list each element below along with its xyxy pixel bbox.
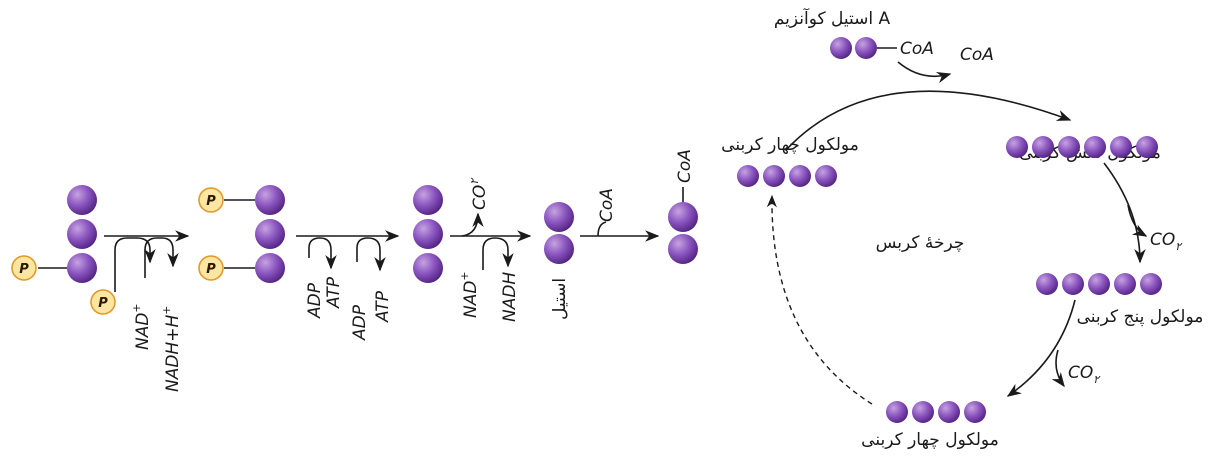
carbon-atom [1006, 136, 1028, 158]
four-carbon-molecule-left: مولکول چهار کربنی [721, 135, 859, 187]
co2-out-arrow [1051, 349, 1065, 388]
co2-out-arrow [1127, 204, 1148, 237]
carbon-atom [815, 165, 837, 187]
co2-label: CO۲ [1150, 230, 1183, 253]
carbon-atom [413, 253, 443, 283]
reaction-2: ADP ATP ADP ATP [296, 230, 400, 341]
atp-arrow [356, 237, 386, 272]
six-carbon-molecule: مولکول شش کربنی [1006, 136, 1161, 163]
five-carbon-label: مولکول پنج کربنی [1077, 307, 1204, 327]
phosphate-icon [11, 255, 37, 281]
phosphate-icon [198, 187, 224, 213]
five-carbon-molecule: مولکول پنج کربنی [1036, 273, 1203, 327]
carbon-atom [668, 202, 698, 232]
phosphate-in-arrow [114, 237, 156, 292]
nad-label: NAD+ [458, 271, 481, 318]
coa-label: CoA [597, 188, 617, 222]
coa-in-arrow [597, 221, 607, 237]
carbon-atom [1032, 136, 1054, 158]
carbon-atom [763, 165, 785, 187]
phosphate-label: P [206, 194, 216, 209]
phosphate-label: P [206, 262, 216, 277]
carbon-atom [1110, 136, 1132, 158]
coa-label: CoA [675, 149, 695, 183]
molecule-stage-2: P P [198, 185, 285, 283]
carbon-atom [1084, 136, 1106, 158]
reaction-1: P NAD+ NADH+H+ [90, 230, 190, 392]
acetyl-coa-title: استیل کوآنزیم A [774, 7, 891, 29]
phosphate-label: P [19, 262, 29, 277]
adp-label: ADP [350, 304, 370, 341]
molecule-acetyl-coa: CoA [668, 149, 698, 264]
carbon-atom [255, 185, 285, 215]
nadh-h-label: NADH+H+ [160, 306, 183, 392]
coa-released-label: CoA [960, 45, 994, 65]
four-carbon-label: مولکول چهار کربنی [721, 135, 859, 155]
carbon-atom [544, 234, 574, 264]
co2-out-arrow [461, 212, 484, 237]
acetyl-label: استیل [550, 278, 570, 320]
carbon-atom [668, 234, 698, 264]
carbon-atom [413, 185, 443, 215]
carbon-atom [413, 219, 443, 249]
carbon-atom [1062, 273, 1084, 295]
carbon-atom [886, 401, 908, 423]
reaction-3: CO۲ NAD+ NADH [450, 177, 532, 322]
coa-label: CoA [900, 39, 934, 59]
carbon-atom [830, 37, 852, 59]
phosphate-label: P [98, 296, 108, 311]
cycle-arrow-to-six-carbon [785, 90, 1072, 151]
carbon-atom [737, 165, 759, 187]
nadh-out-arrow [144, 237, 179, 278]
carbon-atom [1136, 136, 1158, 158]
coa-released-arrow [897, 61, 952, 84]
molecule-acetyl: استیل [544, 202, 574, 320]
nad-label: NAD+ [130, 303, 153, 350]
carbon-atom [1114, 273, 1136, 295]
carbon-atom [789, 165, 811, 187]
atp-arrow [308, 237, 337, 270]
four-carbon-label: مولکول چهار کربنی [861, 430, 999, 450]
molecule-stage-1: P [11, 185, 97, 283]
carbon-atom [255, 253, 285, 283]
carbon-atom [67, 253, 97, 283]
cycle-arrow-to-four-carbon [1006, 299, 1076, 397]
carbon-atom [255, 219, 285, 249]
carbon-atom [67, 185, 97, 215]
carbon-atom [1140, 273, 1162, 295]
molecule-stage-3 [413, 185, 443, 283]
co2-label: CO۲ [468, 177, 490, 210]
reaction-4: CoA [580, 188, 660, 242]
four-carbon-molecule-bottom: مولکول چهار کربنی [861, 401, 999, 450]
carbon-atom [67, 219, 97, 249]
atp-label: ATP [324, 276, 344, 309]
carbon-atom [1058, 136, 1080, 158]
nadh-label: NADH [500, 272, 520, 322]
carbon-atom [938, 401, 960, 423]
krebs-cycle-label: چرخهٔ کربس [876, 233, 965, 253]
carbon-atom [1088, 273, 1110, 295]
atp-label: ATP [373, 290, 393, 323]
phosphate-icon [198, 255, 224, 281]
acetyl-coa-entry: استیل کوآنزیم A CoA CoA [774, 7, 994, 84]
nadh-out-arrow [482, 237, 514, 270]
co2-label: CO۲ [1068, 363, 1101, 386]
carbon-atom [1036, 273, 1058, 295]
cycle-regeneration-arrow [766, 194, 873, 405]
carbon-atom [964, 401, 986, 423]
phosphate-icon [90, 289, 116, 315]
adp-label: ADP [305, 282, 325, 319]
cycle-arrow-to-five-carbon [1103, 162, 1146, 264]
carbon-atom [912, 401, 934, 423]
carbon-atom [855, 37, 877, 59]
carbon-atom [544, 202, 574, 232]
